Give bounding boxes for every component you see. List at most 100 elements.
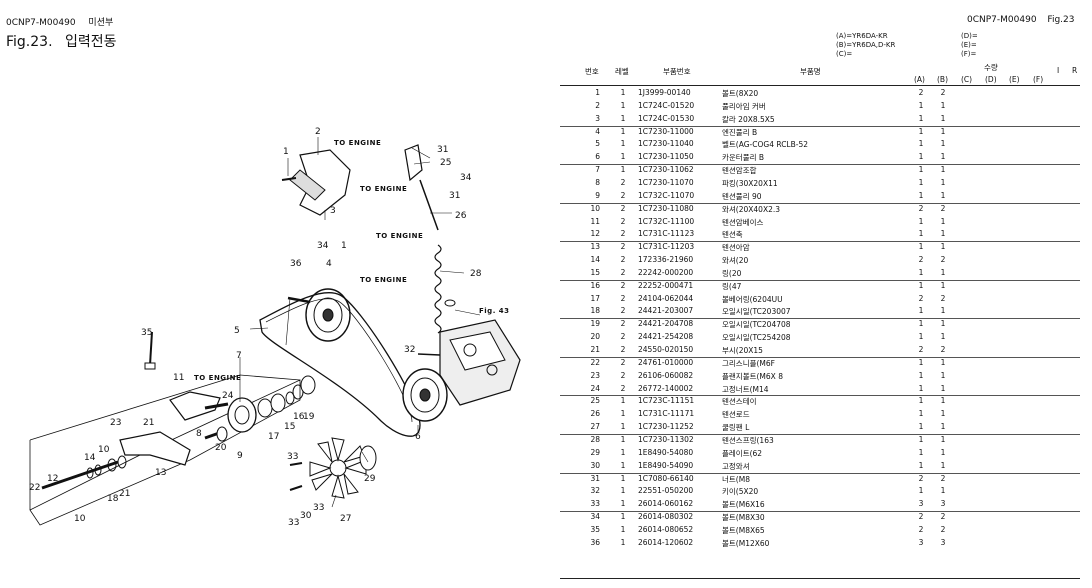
cell-level: 1 <box>620 460 626 470</box>
cell-name: 볼트(8X20 <box>722 89 759 98</box>
cell-level: 2 <box>620 255 626 265</box>
cell-a: 1 <box>918 460 924 470</box>
cell-name: 키이(5X20 <box>722 487 759 497</box>
group-rule <box>560 433 1080 435</box>
to-engine-label-3: TO ENGINE <box>376 232 423 240</box>
cell-name: 파킹(30X20X11 <box>722 178 778 188</box>
cell-name: 플랜지볼트(M6X 8 <box>722 371 783 381</box>
cell-level: 2 <box>620 177 626 187</box>
callout-33c: 33 <box>313 503 324 513</box>
cell-part-no: 1C7230-11070 <box>638 177 694 187</box>
col-qty: 수량 <box>984 63 998 72</box>
cell-level: 1 <box>620 113 626 123</box>
col-level: 레벨 <box>615 67 629 76</box>
cell-b: 1 <box>940 139 946 149</box>
cell-a: 2 <box>918 203 924 213</box>
cell-no: 24 <box>590 383 600 393</box>
cell-a: 1 <box>918 267 924 277</box>
cell-a: 1 <box>918 370 924 380</box>
fig-43-label: Fig. 43 <box>479 307 510 315</box>
cell-level: 2 <box>620 345 626 354</box>
cell-name: 볼트(M6X16 <box>722 500 765 510</box>
cell-level: 1 <box>620 165 626 175</box>
cell-part-no: 1C7230-11062 <box>638 165 694 175</box>
cell-b: 1 <box>940 434 946 444</box>
cell-no: 31 <box>590 473 600 483</box>
cell-part-no: 24550-020150 <box>638 345 694 354</box>
cell-part-no: 26014-120602 <box>638 537 694 547</box>
cell-no: 28 <box>590 434 600 444</box>
group-rule <box>560 395 1080 397</box>
callout-10a: 10 <box>98 445 110 455</box>
cell-b: 1 <box>940 409 946 419</box>
group-rule <box>560 279 1080 281</box>
cell-level: 2 <box>620 319 626 329</box>
cell-a: 1 <box>918 126 924 136</box>
cell-level: 1 <box>620 409 626 419</box>
col-qty-c: (C) <box>961 75 973 84</box>
cell-a: 1 <box>918 383 924 393</box>
model-f: (F)= <box>961 50 977 58</box>
callout-23: 23 <box>110 418 121 428</box>
cell-b: 1 <box>940 242 946 252</box>
callout-21b: 21 <box>119 489 130 499</box>
cell-a: 1 <box>918 319 924 329</box>
cell-part-no: 26014-080302 <box>638 512 694 522</box>
cell-name: 볼베어링(6204UU <box>722 294 783 304</box>
cell-part-no: 1C7230-11252 <box>638 422 694 432</box>
cell-level: 2 <box>620 332 626 342</box>
cell-name: 텐션축 <box>722 230 743 240</box>
cell-a: 1 <box>918 242 924 252</box>
cell-no: 33 <box>590 499 600 509</box>
cell-b: 1 <box>940 447 946 457</box>
cell-a: 3 <box>918 537 924 547</box>
cell-a: 1 <box>918 306 924 316</box>
cell-b: 1 <box>940 177 946 187</box>
cell-b: 1 <box>940 267 946 277</box>
to-engine-label-4: TO ENGINE <box>360 276 407 284</box>
group-rule <box>560 125 1080 127</box>
cell-part-no: 1C724C-01530 <box>638 113 695 123</box>
cell-name: 플레이트(62 <box>722 448 763 458</box>
cell-part-no: 1C731C-11203 <box>638 242 695 252</box>
cell-a: 1 <box>918 434 924 444</box>
cell-a: 1 <box>918 139 924 149</box>
callout-20: 20 <box>215 443 227 453</box>
col-part-name: 부품명 <box>800 67 821 76</box>
cell-part-no: 22242-000200 <box>638 267 694 277</box>
callout-31a: 31 <box>437 145 448 155</box>
cell-a: 1 <box>918 190 924 200</box>
cell-a: 1 <box>918 280 924 290</box>
cell-a: 3 <box>918 499 924 509</box>
callout-6: 6 <box>415 432 421 442</box>
cell-name: 부시(20X15 <box>722 346 763 355</box>
cell-a: 2 <box>918 512 924 522</box>
cell-part-no: 1C731C-11171 <box>638 409 695 419</box>
callout-14: 14 <box>84 453 96 463</box>
footer-rule <box>560 578 1080 579</box>
cell-name: 고정와셔 <box>722 461 750 471</box>
cell-part-no: 1C732C-11100 <box>638 216 695 226</box>
page-title: Fig.23. 입력전동 <box>6 34 117 50</box>
cell-b: 1 <box>940 229 946 239</box>
cell-part-no: 1C7230-11000 <box>638 126 694 136</box>
cell-b: 1 <box>940 165 946 175</box>
callout-1a: 1 <box>283 147 289 157</box>
callout-29: 29 <box>364 474 376 484</box>
cell-b: 1 <box>940 126 946 136</box>
cell-no: 21 <box>590 345 600 354</box>
cell-no: 34 <box>590 512 600 522</box>
cell-b: 1 <box>940 152 946 162</box>
cell-no: 15 <box>590 267 600 277</box>
cell-name: 고정너트(M14 <box>722 384 769 394</box>
callout-34b: 34 <box>317 241 329 251</box>
cell-a: 2 <box>918 473 924 483</box>
